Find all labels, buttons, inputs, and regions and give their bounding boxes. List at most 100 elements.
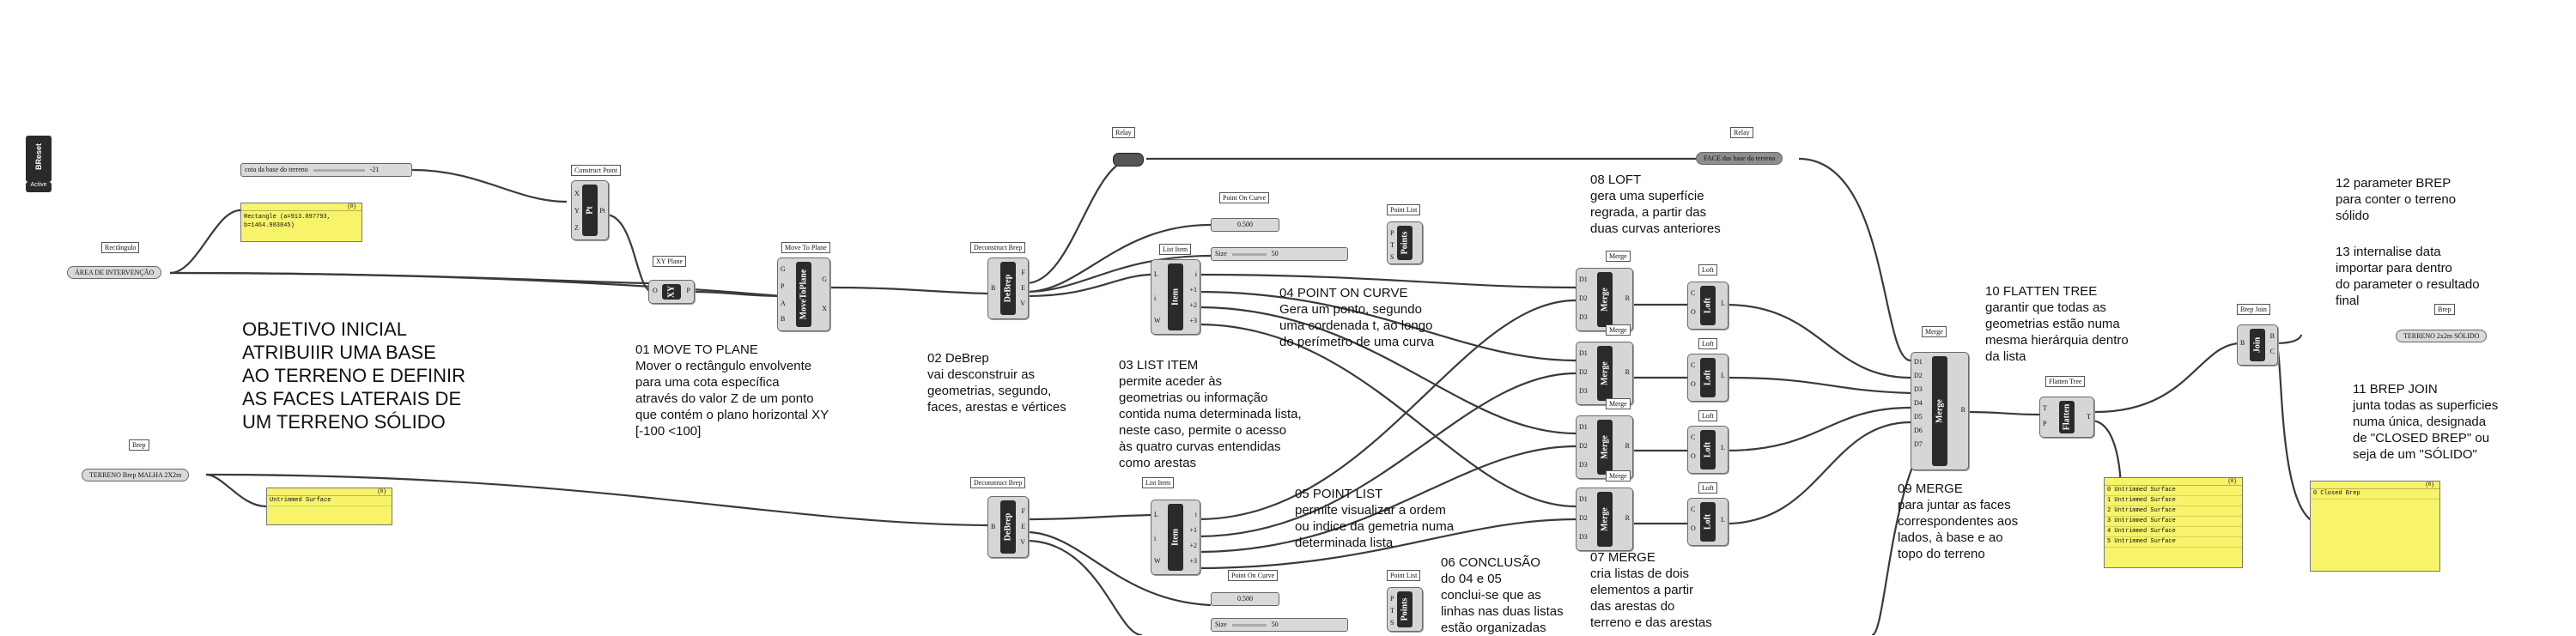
list-item-1[interactable]: Item L i W i +1 +2 +3 <box>1151 259 1200 335</box>
terreno-param[interactable]: TERRENO Brep MALHA 2X2m <box>82 469 190 482</box>
list-item-2[interactable]: Item L i W i +1 +2 +3 <box>1151 500 1200 575</box>
brep-out-tag: Brep <box>2434 304 2455 315</box>
size1-value: 50 <box>1271 250 1279 257</box>
flatten-tag: Flatten Tree <box>2045 376 2086 387</box>
merge1-tag: Merge <box>1606 251 1631 262</box>
poc2-value: 0.500 <box>1237 595 1253 603</box>
point-list2-tag: Point List <box>1387 570 1421 581</box>
flatten-row-0: 0 Untrimmed Surface <box>2105 486 2242 496</box>
merge1-label: Merge <box>1600 288 1609 312</box>
flatten-row-5: 5 Untrimmed Surface <box>2105 537 2242 548</box>
cota-slider-track[interactable] <box>313 168 365 172</box>
note-09: 09 MERGE para juntar as faces correspond… <box>1898 482 2019 561</box>
poc2-slider[interactable]: 0.500 <box>1211 592 1279 606</box>
relay1-tag: Relay <box>1112 127 1135 138</box>
cota-slider-label: cota da base do terreno <box>245 166 308 173</box>
solido-param[interactable]: TERRENO 2x2m SÓLIDO <box>2396 330 2488 342</box>
point-list1-tag: Point List <box>1387 204 1421 215</box>
note-02: 02 DeBrep vai desconstruir as geometrias… <box>927 351 1066 415</box>
flatten-panel-header: {0} <box>2105 478 2242 486</box>
note-11: 11 BREP JOIN junta todas as superficies … <box>2353 382 2499 462</box>
brep-join-tag: Brep Join <box>2237 304 2270 315</box>
loft3-label: Loft <box>1703 441 1713 458</box>
flatten-row-3: 3 Untrimmed Surface <box>2105 517 2242 527</box>
flatten-label: Flatten <box>2062 403 2072 431</box>
point-list2-label: Points <box>1400 597 1410 621</box>
flatten-row-1: 1 Untrimmed Surface <box>2105 496 2242 506</box>
list-item2-tag: List Item <box>1142 477 1175 488</box>
point-list-1[interactable]: Points P T S <box>1387 221 1423 264</box>
merge2-label: Merge <box>1600 361 1609 385</box>
terreno-panel-text: Untrimmed Surface <box>267 496 392 506</box>
loft2-label: Loft <box>1703 369 1713 386</box>
poc1-slider[interactable]: 0.500 <box>1211 218 1279 232</box>
rect-panel-text: Rectangle (a=913.097793, b=1464.983845) <box>244 214 331 229</box>
poc1-tag: Point On Curve <box>1219 192 1270 203</box>
list-item1-tag: List Item <box>1159 244 1192 255</box>
note-08: 08 LOFT gera uma superfície regrada, a p… <box>1590 173 1721 236</box>
closed-brep-panel[interactable]: {0} 0 Closed Brep <box>2310 481 2440 572</box>
loft4-tag: Loft <box>1698 482 1717 494</box>
terreno-panel-header: {0} <box>267 488 392 496</box>
merge3-label: Merge <box>1600 435 1609 459</box>
move-to-plane-component[interactable]: MoveToPlane G P A B G X <box>777 257 830 331</box>
closed-panel-header: {0} <box>2311 482 2439 489</box>
active-label: Active <box>26 182 52 192</box>
construct-point-component[interactable]: Pt X Y Z Pt <box>571 180 609 240</box>
deconstruct-brep-1[interactable]: DeBrep B F E V <box>987 257 1029 319</box>
terreno-panel[interactable]: {0} Untrimmed Surface <box>266 488 392 525</box>
deconstruct-brep-2[interactable]: DeBrep B F E V <box>987 496 1029 558</box>
flatten-panel[interactable]: {0} 0 Untrimmed Surface 1 Untrimmed Surf… <box>2104 477 2243 568</box>
face-param[interactable]: FACE das base do terreno <box>1696 152 1783 165</box>
size2-slider[interactable]: Size 50 <box>1211 618 1348 632</box>
loft1-label: Loft <box>1703 297 1713 314</box>
relay1-node[interactable] <box>1113 153 1144 167</box>
deconstruct2-label: DeBrep <box>1003 512 1013 542</box>
xy-plane-component[interactable]: XY O P <box>648 280 695 304</box>
page-title: OBJETIVO INICIAL ATRIBUIIR UMA BASE AO T… <box>242 318 465 433</box>
merge3-tag: Merge <box>1606 398 1631 409</box>
closed-panel-text: 0 Closed Brep <box>2311 489 2439 500</box>
construct-point-label: Pt <box>585 206 595 215</box>
move-to-plane-tag: Move To Plane <box>781 242 830 253</box>
note-04: 04 POINT ON CURVE Gera um ponto, segundo… <box>1279 286 1435 349</box>
xy-plane-tag: XY Plane <box>653 256 687 267</box>
cota-slider[interactable]: cota da base do terreno -21 <box>240 163 412 177</box>
note-07: 07 MERGE cria listas de dois elementos a… <box>1590 550 1712 630</box>
size2-value: 50 <box>1271 621 1279 628</box>
rect-panel[interactable]: {0} Rectangle (a=913.097793, b=1464.9838… <box>240 203 362 242</box>
area-param[interactable]: ÁREA DE INTERVENÇÃO <box>67 266 162 279</box>
note-13: 13 internalise data importar para dentro… <box>2336 245 2480 308</box>
loft3-tag: Loft <box>1698 410 1717 421</box>
reset-label: BReset <box>34 142 43 170</box>
merge4-tag: Merge <box>1606 470 1631 482</box>
construct-point-tag: Construct Point <box>571 165 622 176</box>
point-list1-label: Points <box>1400 231 1410 255</box>
note-12: 12 parameter BREP para conter o terreno … <box>2336 176 2457 223</box>
move-to-plane-label: MoveToPlane <box>799 269 809 320</box>
cota-slider-value: -21 <box>369 166 380 173</box>
merge5-label: Merge <box>1935 399 1945 423</box>
brep-tag: Brep <box>129 439 149 451</box>
merge4-label: Merge <box>1600 507 1609 531</box>
point-list-2[interactable]: Points P T S <box>1387 587 1423 632</box>
boolean-reset-component[interactable]: BReset <box>26 136 52 182</box>
list-item2-label: Item <box>1170 529 1181 546</box>
poc2-tag: Point On Curve <box>1228 570 1279 581</box>
size2-label: Size <box>1215 621 1227 628</box>
size1-slider[interactable]: Size 50 <box>1211 247 1348 261</box>
retangulo-tag: Rectângulo <box>101 242 140 253</box>
list-item1-label: Item <box>1170 288 1181 306</box>
deconstruct1-label: DeBrep <box>1003 274 1013 303</box>
